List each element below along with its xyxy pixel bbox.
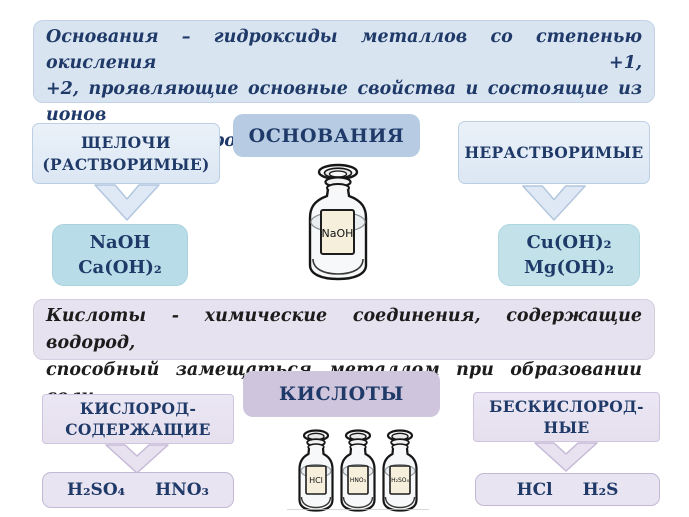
oxygen-acid-example-1: H₂SO₄ [67, 480, 126, 500]
hcl-bottle-label: HCl [309, 476, 323, 485]
insoluble-bases-examples-box: Cu(OH)₂ Mg(OH)₂ [498, 224, 640, 286]
bases-header-box: ОСНОВАНИЯ [233, 114, 420, 157]
soluble-bases-title-line2: (РАСТВОРИМЫЕ) [42, 154, 210, 174]
oxygen-free-acid-example-2: H₂S [582, 479, 619, 500]
acids-header-box: КИСЛОТЫ [243, 371, 440, 417]
soluble-example-1: NaOH [89, 232, 151, 253]
insoluble-example-2: Mg(OH)₂ [523, 257, 615, 278]
oxygen-free-acids-down-arrow-icon [534, 442, 598, 472]
insoluble-example-1: Cu(OH)₂ [526, 232, 612, 253]
naoh-bottle-label: NaOH [322, 227, 354, 240]
oxygen-free-acids-title-line2: НЫЕ [543, 418, 590, 437]
naoh-bottle-icon: NaOH [308, 163, 368, 281]
bottles-surface-line [287, 509, 429, 510]
acids-definition-line-1: Кислоты - химические соединения, содержа… [46, 306, 642, 353]
acid-bottles-row: HCl HNO₃ H₂SO₄ [295, 428, 421, 514]
insoluble-bases-title: НЕРАСТВОРИМЫЕ [464, 142, 644, 162]
soluble-bases-examples-box: NaOH Ca(OH)₂ [52, 224, 188, 286]
oxygen-free-acids-box: БЕСКИСЛОРОД- НЫЕ [473, 392, 660, 442]
soluble-bases-box: ЩЕЛОЧИ (РАСТВОРИМЫЕ) [32, 123, 220, 184]
bases-definition-line-2: +2, проявляющие основные свойства и сост… [46, 79, 642, 125]
oxygen-free-acid-example-1: HCl [516, 479, 553, 500]
soluble-bases-title-line1: ЩЕЛОЧИ [81, 132, 171, 152]
insoluble-bases-box: НЕРАСТВОРИМЫЕ [458, 121, 650, 184]
hcl-bottle-icon: HCl [298, 429, 334, 512]
bases-header-label: ОСНОВАНИЯ [248, 124, 405, 147]
oxygen-acid-example-2: HNO₃ [155, 480, 209, 500]
oxygen-acids-title-line1: КИСЛОРОД- [79, 399, 197, 418]
hno3-bottle-label: HNO₃ [350, 477, 367, 484]
oxygen-acids-examples-box: H₂SO₄ HNO₃ [42, 472, 234, 508]
oxygen-free-acids-title-line1: БЕСКИСЛОРОД- [489, 397, 644, 416]
oxygen-acids-title-line2: СОДЕРЖАЩИЕ [65, 420, 211, 439]
acids-header-label: КИСЛОТЫ [279, 383, 404, 405]
h2so4-bottle-label: H₂SO₄ [391, 477, 409, 484]
oxygen-acids-down-arrow-icon [105, 444, 169, 474]
insoluble-down-arrow-icon [522, 185, 586, 221]
oxygen-free-acids-examples-box: HCl H₂S [475, 473, 660, 506]
bases-definition-line-1: Основания – гидроксиды металлов со степе… [46, 27, 642, 73]
soluble-example-2: Ca(OH)₂ [78, 257, 162, 278]
acids-definition-box: Кислоты - химические соединения, содержа… [33, 299, 655, 407]
h2so4-bottle-icon: H₂SO₄ [382, 429, 418, 512]
bases-definition-box: Основания – гидроксиды металлов со степе… [33, 20, 655, 151]
soluble-down-arrow-icon [94, 184, 160, 221]
hno3-bottle-icon: HNO₃ [340, 429, 376, 512]
oxygen-acids-box: КИСЛОРОД- СОДЕРЖАЩИЕ [42, 394, 234, 444]
